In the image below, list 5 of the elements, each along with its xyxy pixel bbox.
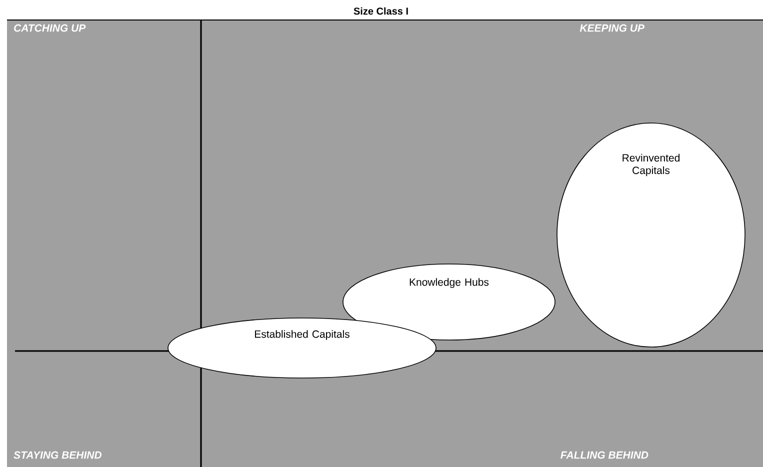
quadrant-label: CATCHING UP: [14, 24, 86, 32]
title: Size Class I: [354, 7, 408, 15]
quadrant-label: FALLING BEHIND: [560, 451, 648, 459]
quadrant-label: STAYING BEHIND: [14, 451, 102, 459]
quadrant-label: KEEPING UP: [580, 24, 644, 32]
